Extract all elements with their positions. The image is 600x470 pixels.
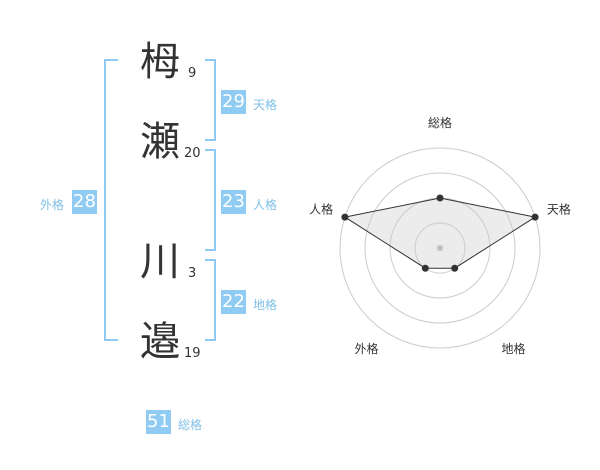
radar-point-5 — [341, 213, 349, 221]
tenkaku-label: 天格 — [253, 98, 278, 112]
radar-polygon — [343, 197, 537, 269]
stroke-count-2: 20 — [184, 146, 201, 161]
stroke-count-3: 3 — [188, 266, 197, 281]
gaikaku-label: 外格 — [40, 198, 65, 212]
radar-ring-3 — [364, 172, 516, 324]
radar-ring-1 — [414, 222, 466, 274]
radar-point-4 — [421, 264, 429, 272]
radar-axis-label-1: 総格 — [428, 115, 452, 130]
chikaku-bracket — [205, 259, 216, 341]
name-char-2: 瀬 — [140, 119, 180, 165]
jinkaku-bracket — [205, 149, 216, 251]
radar-center-dot — [437, 245, 443, 251]
gaikaku-bracket — [104, 59, 118, 341]
name-char-4: 邉 — [140, 319, 180, 365]
radar-axis-label-4: 外格 — [355, 341, 379, 356]
radar-axis-label-3: 地格 — [501, 341, 525, 356]
radar-point-2 — [531, 213, 539, 221]
radar-ring-4 — [339, 147, 541, 349]
jinkaku-value: 23 — [221, 190, 246, 214]
name-char-3: 川 — [140, 239, 180, 285]
stroke-count-4: 19 — [184, 346, 201, 361]
radar-axis-label-5: 人格 — [309, 201, 333, 216]
radar-point-1 — [436, 194, 444, 202]
tenkaku-value: 29 — [221, 90, 246, 114]
soukaku-value: 51 — [146, 410, 171, 434]
gaikaku-value: 28 — [72, 190, 97, 214]
radar-axis-label-2: 天格 — [547, 201, 571, 216]
tenkaku-bracket — [205, 59, 216, 141]
radar-point-3 — [451, 264, 459, 272]
stroke-count-1: 9 — [188, 66, 197, 81]
chikaku-value: 22 — [221, 290, 246, 314]
name-char-1: 栂 — [140, 39, 180, 85]
jinkaku-label: 人格 — [253, 198, 278, 212]
chikaku-label: 地格 — [253, 298, 278, 312]
soukaku-label: 総格 — [178, 418, 203, 432]
